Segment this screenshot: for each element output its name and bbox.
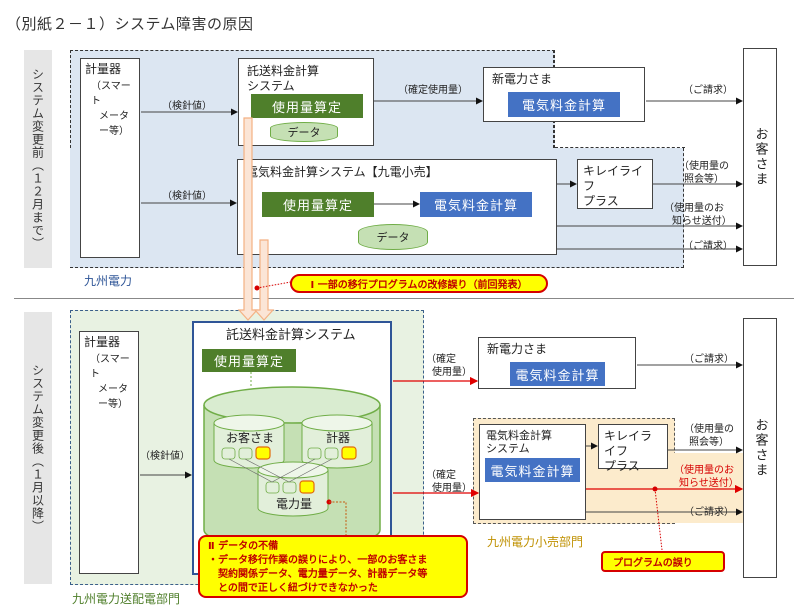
arrow-label: 照会等） xyxy=(689,437,729,448)
after-kirei-box: キレイライフ プラス xyxy=(598,424,668,473)
arrow-label: （ご請求） xyxy=(683,85,733,96)
db-power-label: 電力量 xyxy=(276,497,313,511)
db-meter-label: 計器 xyxy=(326,431,351,445)
meter-title: 計量器 xyxy=(85,62,122,76)
after-takuso-usage-calc: 使用量算定 xyxy=(202,349,296,372)
before-retail-data-cylinder: データ xyxy=(358,224,428,250)
before-zone-label: 九州電力 xyxy=(84,274,133,288)
after-takuso-title: 託送料金計算システム xyxy=(226,328,356,343)
arrow-label-error: （使用量のお xyxy=(674,465,734,476)
arrow-label: 使用量） xyxy=(432,483,472,494)
callout-line: ・データ移行作業の誤りにより、一部のお客さま xyxy=(208,555,428,566)
before-retail-fee-calc: 電気料金計算 xyxy=(420,192,532,217)
arrow-label: （検針値） xyxy=(162,191,212,202)
page-title: （別紙２－１）システム障害の原因 xyxy=(6,15,254,33)
after-retail-zone-ext xyxy=(673,453,743,523)
after-customer-box: お客さま xyxy=(743,318,777,578)
new-power-title: 新電力さま xyxy=(487,342,548,356)
callout-program-error: プログラムの誤り xyxy=(601,551,725,572)
retail-title: システム xyxy=(486,442,530,455)
callout-title: Ⅱ データの不備 xyxy=(208,541,279,552)
before-retail-usage-calc: 使用量算定 xyxy=(262,192,374,217)
db-customer-label: お客さま xyxy=(226,431,275,445)
before-new-power-calc: 電気料金計算 xyxy=(508,92,620,117)
arrow-label: （確定 xyxy=(426,354,456,365)
zone-border-seg xyxy=(555,147,685,149)
meter-sub: メーター等） xyxy=(98,384,128,410)
after-orange-zone-label: 九州電力小売部門 xyxy=(487,535,584,549)
after-side-label: システム変更後（１月以降） xyxy=(24,312,52,584)
meter-sub: （スマート xyxy=(91,81,131,107)
arrow-label: （使用量の xyxy=(679,161,729,172)
arrow-label: （ご請求） xyxy=(684,507,734,518)
takuso-title: システム xyxy=(247,79,295,93)
callout-line: 契約関係データ、電力量データ、計器データ等 xyxy=(218,569,428,580)
arrow-label: 使用量） xyxy=(432,367,472,378)
arrow-label: （使用量の xyxy=(684,424,734,435)
callout-line: との間で正しく紐づけできなかった xyxy=(218,583,378,594)
callout-migration-program-error: Ⅰ 一部の移行プログラムの改修誤り（前回発表） xyxy=(290,274,548,293)
after-meter-box: 計量器 （スマート メーター等） xyxy=(79,331,139,574)
pointer-dot xyxy=(254,285,260,291)
retail-title: 電気料金計算 xyxy=(486,429,552,442)
arrow-label: 知らせ送付） xyxy=(672,216,732,227)
arrow-label: （検針値） xyxy=(162,101,212,112)
after-green-zone-label: 九州電力送配電部門 xyxy=(72,592,181,606)
meter-sub: メーター等） xyxy=(99,111,129,137)
before-customer-box: お客さま xyxy=(743,48,777,266)
meter-sub: （スマート xyxy=(90,354,130,380)
retail-title: 電気料金計算システム【九電小売】 xyxy=(246,165,438,179)
arrow-label-error: 知らせ送付） xyxy=(679,478,739,489)
arrow-label: （使用量のお xyxy=(664,203,724,214)
kirei-line: キレイライフ xyxy=(604,429,653,458)
kirei-line: キレイライフ xyxy=(583,164,644,193)
meter-title: 計量器 xyxy=(84,335,121,349)
new-power-title: 新電力さま xyxy=(492,72,553,86)
callout-pointer xyxy=(256,281,292,289)
before-meter-box: 計量器 （スマート メーター等） xyxy=(80,58,140,258)
arrow-label: （確定使用量） xyxy=(398,85,468,96)
arrow-label: （ご請求） xyxy=(684,354,734,365)
arrow-label: （検針値） xyxy=(140,451,190,462)
before-side-label: システム変更前（１２月まで） xyxy=(24,50,52,268)
takuso-title: 託送料金計算 xyxy=(247,64,320,78)
before-takuso-usage-calc: 使用量算定 xyxy=(251,94,363,118)
callout-data-deficiency: Ⅱ データの不備 ・データ移行作業の誤りにより、一部のお客さま 契約関係データ、… xyxy=(198,535,468,598)
section-divider xyxy=(14,298,794,299)
kirei-line: プラス xyxy=(583,194,619,208)
after-retail-fee-calc: 電気料金計算 xyxy=(485,458,580,482)
arrow-label: 照会等） xyxy=(684,174,724,185)
before-takuso-data-cylinder: データ xyxy=(270,122,338,142)
before-kirei-box: キレイライフ プラス xyxy=(577,159,653,209)
kirei-line: プラス xyxy=(604,459,640,473)
arrow-label: （ご請求） xyxy=(683,241,733,252)
arrow-label: （確定 xyxy=(426,470,456,481)
after-new-power-calc: 電気料金計算 xyxy=(510,362,605,386)
